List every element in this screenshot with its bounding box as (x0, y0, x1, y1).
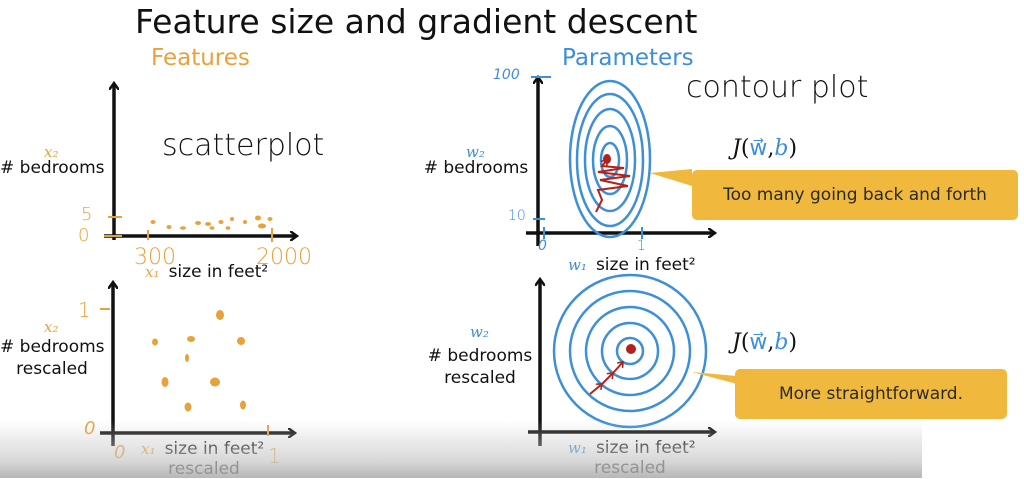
features-bottom-y-label-2: rescaled (16, 359, 88, 379)
callout-top: Too many going back and forth (692, 170, 1018, 220)
cost-b: b (774, 136, 789, 161)
features-bottom-y-tick-0: 0 (84, 418, 96, 439)
cost-close: ) (788, 136, 798, 161)
features-bottom-y-label-1: # bedrooms (0, 337, 105, 357)
params-top-path (595, 154, 631, 213)
cost-function-top: J(w⃗,b) (732, 136, 797, 161)
features-bottom-axes (100, 283, 294, 446)
params-top-x-var: w₁ (568, 256, 587, 274)
cost-b: b (774, 330, 789, 355)
callout-pointer-top (650, 169, 692, 186)
params-top-y-tick-10: 10 (508, 208, 526, 224)
params-bottom-y-label-2: rescaled (444, 368, 516, 388)
features-top-x-tick-2000: 2000 (256, 245, 312, 270)
features-top-y-tick-5: 5 (81, 204, 93, 225)
cost-close: ) (788, 330, 798, 355)
features-bottom-x-label-1: size in feet² (164, 439, 265, 459)
cost-open: ( (740, 330, 750, 355)
cost-w: w⃗ (749, 136, 768, 161)
params-bottom-y-label-1: # bedrooms (427, 346, 533, 366)
features-top-x-label-group: x₁ size in feet² (145, 262, 268, 282)
params-top-x-tick-1: 1 (637, 238, 646, 254)
features-bottom-x-tick-1: 1 (268, 444, 281, 468)
cost-J: J (732, 136, 741, 161)
params-top-y-tick-100: 100 (493, 67, 520, 83)
features-bottom-points (152, 310, 246, 412)
features-top-y-label: # bedrooms (0, 158, 105, 178)
params-bottom-path (589, 344, 636, 395)
params-top-axes (526, 77, 714, 246)
params-top-x-tick-0: 0 (538, 238, 547, 254)
params-top-y-label: # bedrooms (423, 158, 529, 178)
parameters-heading: Parameters (562, 45, 694, 71)
features-heading: Features (151, 45, 250, 71)
features-top-y-tick-0: 0 (78, 225, 90, 246)
features-bottom-x-tick-0: 0 (114, 442, 126, 463)
scatterplot-annotation: scatterplot (162, 128, 325, 163)
features-bottom-x-label-2: rescaled (168, 459, 240, 479)
cost-J: J (732, 330, 741, 355)
features-bottom-x-var: x₁ (141, 440, 156, 458)
params-bottom-y-var: w₂ (470, 323, 489, 341)
params-bottom-x-var: w₁ (568, 439, 587, 457)
features-top-x-var: x₁ (145, 263, 160, 281)
params-bottom-x-label-2: rescaled (594, 458, 666, 478)
features-bottom-y-var: x₂ (44, 318, 59, 336)
contour-plot-annotation: contour plot (686, 70, 869, 105)
features-top-x-tick-300: 300 (134, 245, 176, 270)
features-top-points (150, 215, 273, 230)
features-bottom-y-tick-1: 1 (78, 298, 91, 322)
params-top-x-label-group: w₁ size in feet² (568, 255, 696, 275)
params-bottom-x-label-group: w₁ size in feet² (568, 438, 696, 458)
params-top-contours (568, 79, 652, 239)
params-top-y-var: w₂ (466, 143, 485, 161)
callout-bottom: More straightforward. (735, 369, 1007, 419)
features-top-x-label: size in feet² (168, 262, 269, 282)
cost-function-bottom: J(w⃗,b) (732, 330, 797, 355)
cost-comma: , (767, 136, 775, 161)
params-top-x-label: size in feet² (595, 255, 696, 275)
features-top-y-var: x₂ (44, 143, 59, 161)
features-top-axes (104, 84, 296, 242)
cost-w: w⃗ (749, 330, 768, 355)
cost-open: ( (740, 136, 750, 161)
callout-pointer-bottom (692, 372, 737, 384)
params-bottom-x-label-1: size in feet² (595, 438, 696, 458)
slide-title: Feature size and gradient descent (135, 2, 698, 41)
features-bottom-x-label-group: x₁ size in feet² (141, 439, 264, 459)
cost-comma: , (767, 330, 775, 355)
